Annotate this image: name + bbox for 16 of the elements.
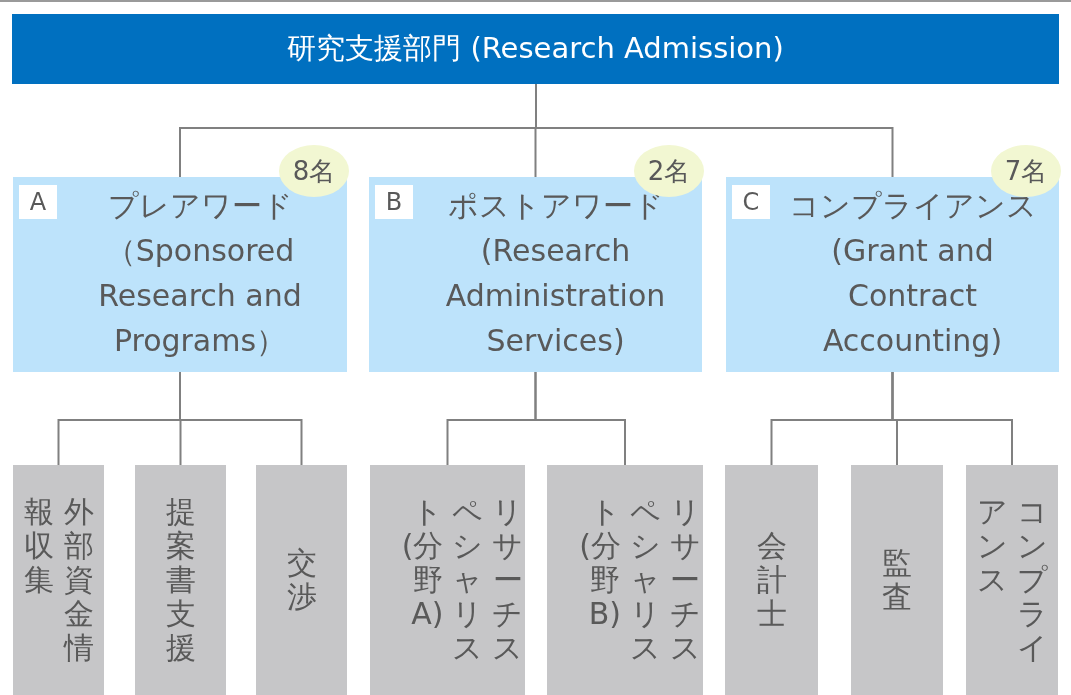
role-box: 外部資金情報収集	[13, 465, 104, 695]
letter-tag: B	[375, 185, 413, 219]
role-box: 交渉	[256, 465, 347, 695]
role-box: リサーチスペシャリスト(分野A)	[370, 465, 525, 695]
connector-line	[891, 371, 1013, 466]
role-box: コンプライアンス	[966, 465, 1058, 695]
heading-bar: 研究支援部門 (Research Admission)	[12, 14, 1059, 84]
role-box: リサーチスペシャリスト(分野B)	[547, 465, 703, 695]
connector-line	[534, 371, 626, 466]
connector-line	[179, 371, 303, 466]
role-box: 提案書支援	[135, 465, 226, 695]
role-box: 監査	[851, 465, 943, 695]
role-box: 会計士	[725, 465, 818, 695]
letter-tag: C	[732, 185, 770, 219]
count-badge: 7名	[991, 145, 1061, 197]
letter-tag: A	[19, 185, 57, 219]
